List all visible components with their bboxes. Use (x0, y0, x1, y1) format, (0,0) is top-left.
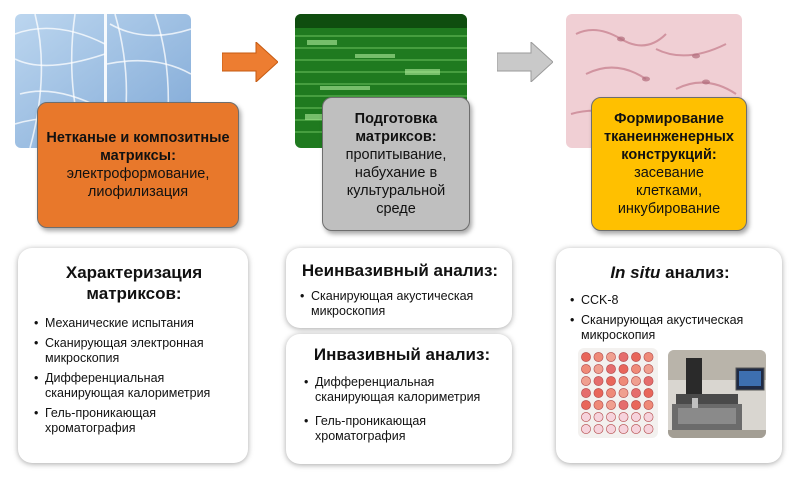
card-title-rest: анализ: (660, 263, 730, 282)
card-in-situ-analysis: In situ анализ: CCK-8 Сканирующая акусти… (556, 248, 782, 463)
card-title: Характеризация матриксов: (65, 263, 203, 303)
card-matrix-characterization: Характеризация матриксов: Механические и… (18, 248, 248, 463)
list-item: Механические испытания (32, 316, 236, 331)
list-item: Гель-проникающая хроматография (32, 406, 236, 436)
arrow-right-icon (221, 40, 279, 84)
card-title: In situ анализ: (568, 262, 772, 283)
stage-box-nonwoven-matrices: Нетканые и композитные матриксы: электро… (37, 102, 239, 228)
stage-text: пропитывание, набухание в культуральной … (345, 147, 447, 217)
stage-text: электроформование, лиофилизация (66, 166, 210, 200)
list-item: Гель-проникающая хроматография (302, 414, 502, 444)
list-item: CCK-8 (568, 293, 772, 308)
card-invasive-analysis: Инвазивный анализ: Дифференциальная скан… (286, 334, 512, 464)
list-item: Сканирующая акустическая микроскопия (568, 313, 772, 343)
arrow-right-icon (496, 40, 554, 84)
well-plate-photo (578, 348, 658, 438)
stage-text: засевание клетками, инкубирование (617, 165, 721, 217)
card-title: Инвазивный анализ: (313, 345, 491, 364)
list-item: Сканирующая электронная микроскопия (32, 336, 236, 366)
stage-title: Формирование тканеинженерных конструкций… (604, 111, 734, 163)
stage-box-matrix-preparation: Подготовка матриксов: пропитывание, набу… (322, 97, 470, 231)
card-noninvasive-analysis: Неинвазивный анализ: Сканирующая акустич… (286, 248, 512, 328)
card-title-italic: In situ (610, 263, 661, 282)
stage-title: Нетканые и композитные матриксы: (46, 130, 230, 164)
acoustic-microscope-photo (668, 350, 766, 438)
list-item: Дифференциальная сканирующая калориметри… (302, 375, 502, 405)
list-item: Сканирующая акустическая микроскопия (298, 289, 502, 319)
card-title: Неинвазивный анализ: (301, 261, 499, 280)
stage-title: Подготовка матриксов: (354, 111, 438, 145)
list-item: Дифференциальная сканирующая калориметри… (32, 371, 236, 401)
stage-box-tissue-constructs: Формирование тканеинженерных конструкций… (591, 97, 747, 231)
